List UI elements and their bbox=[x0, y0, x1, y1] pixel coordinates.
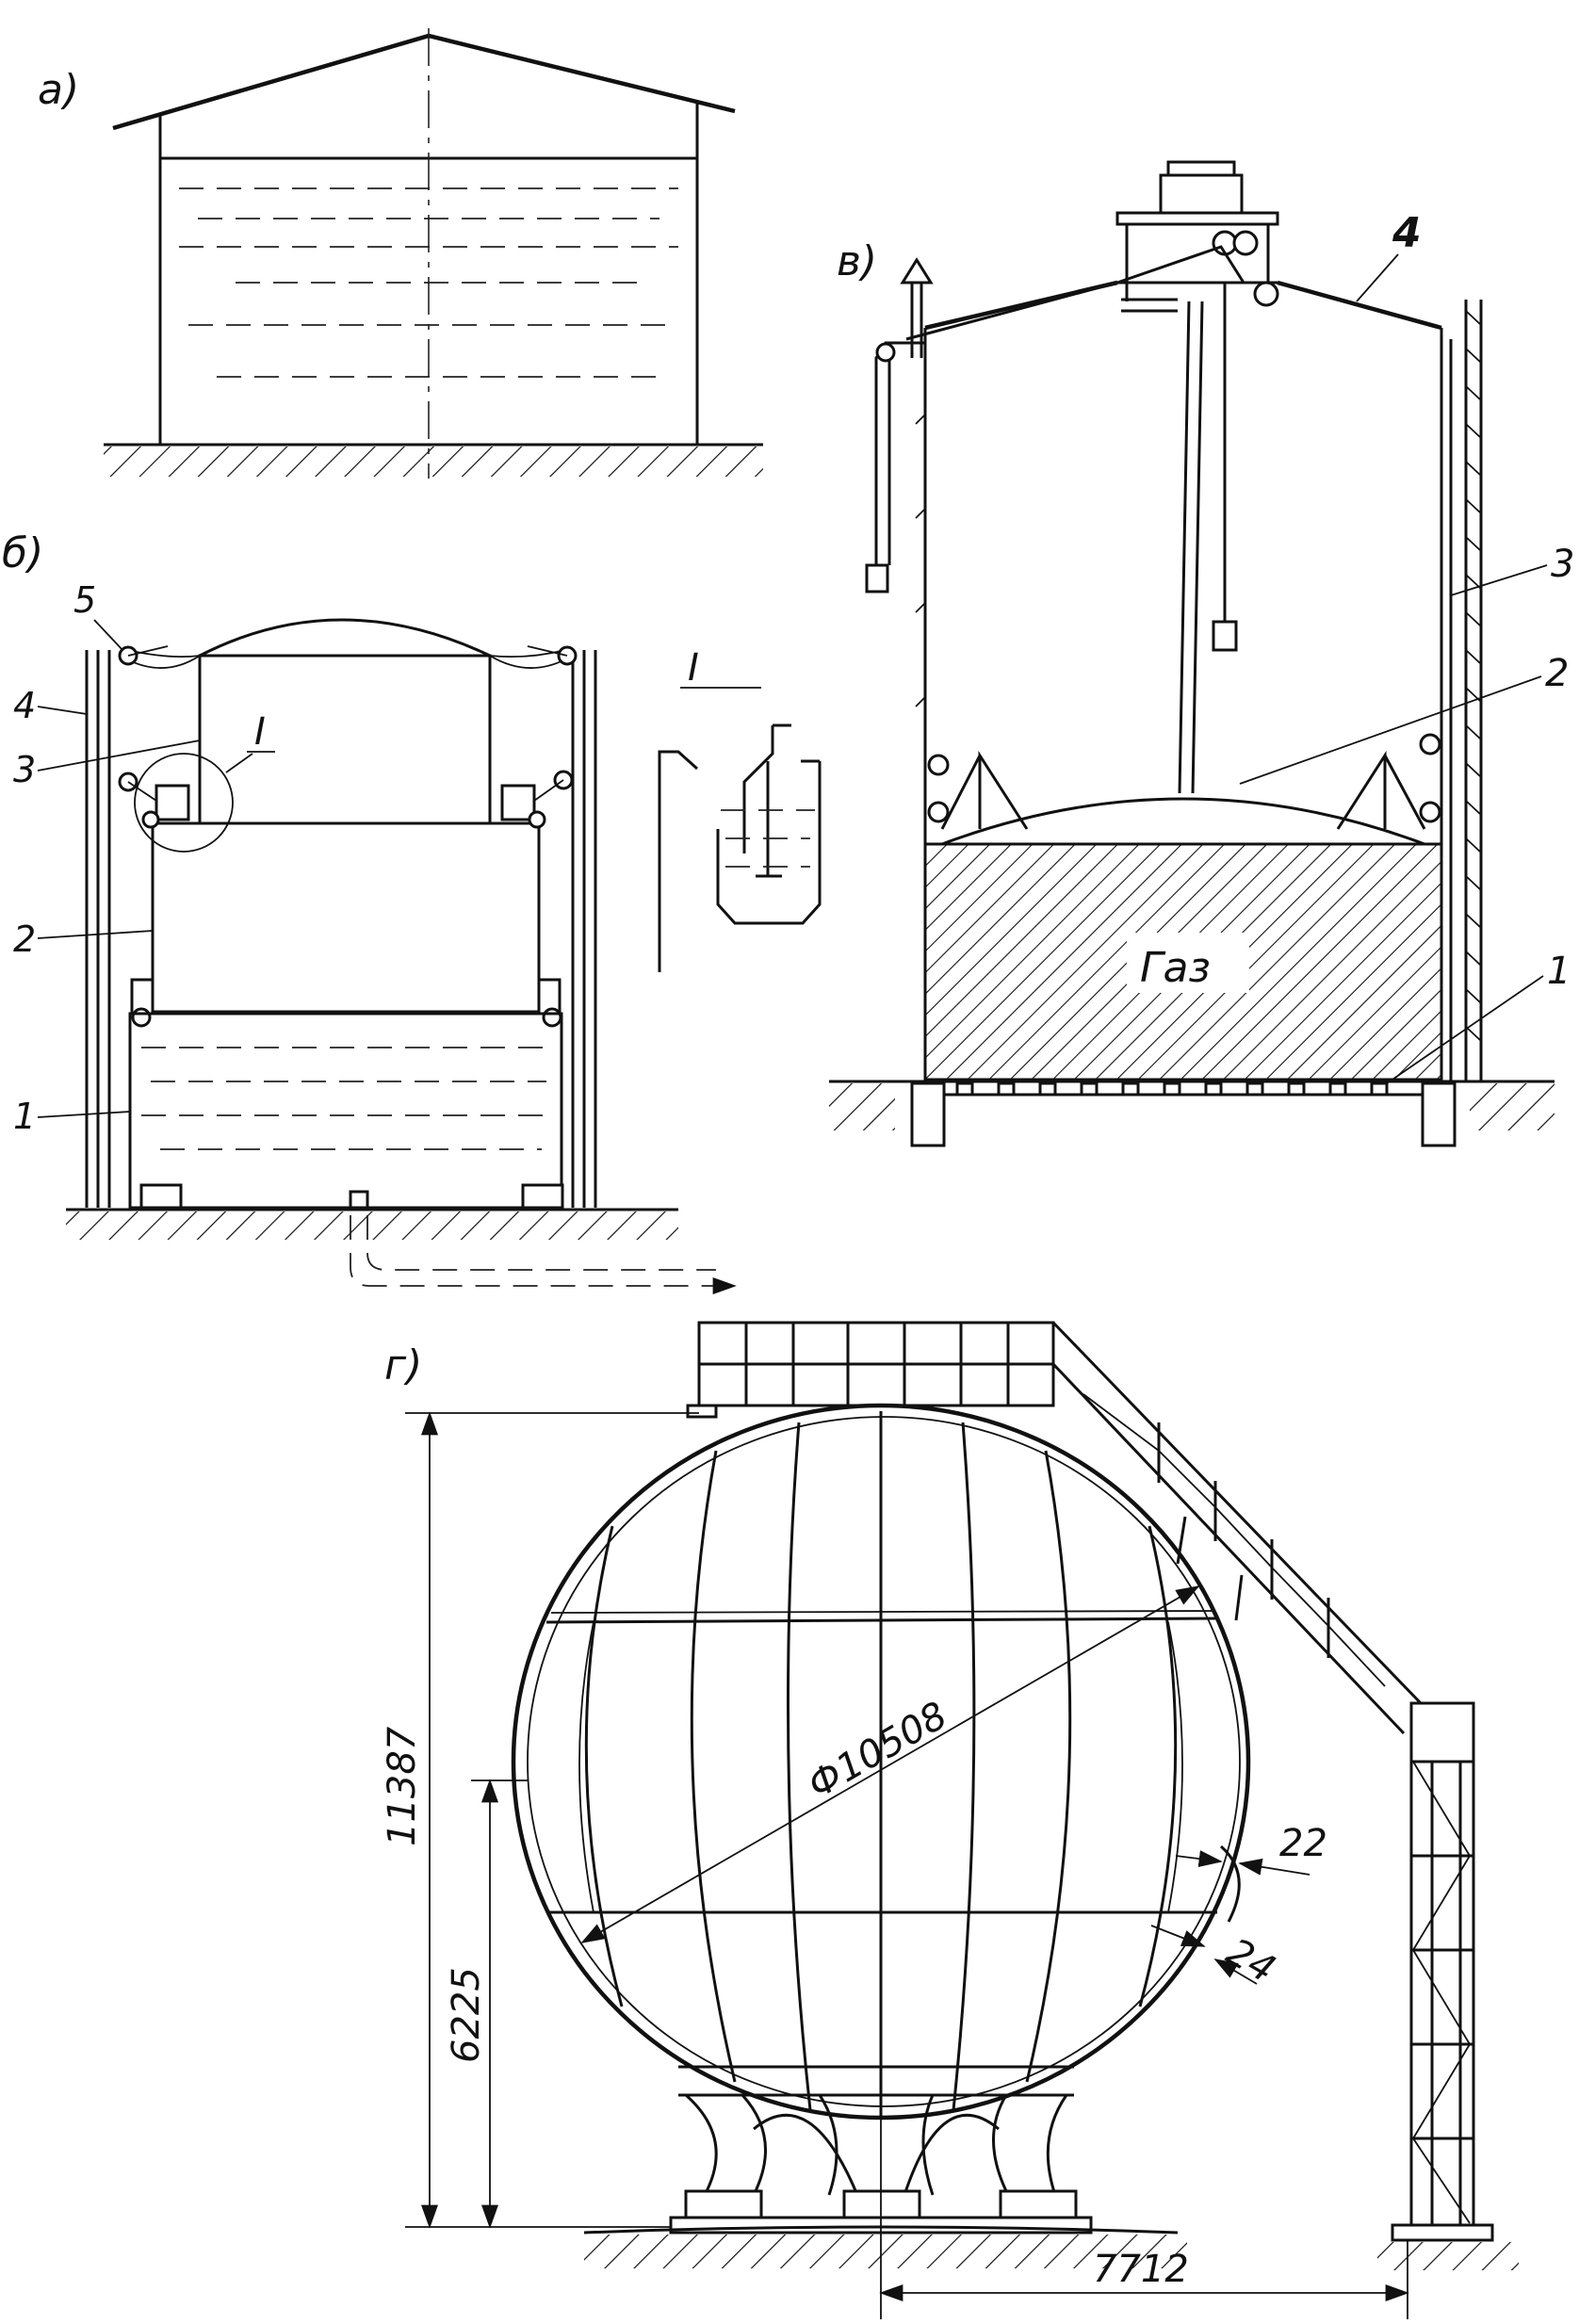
panel-v-piston-gasholder: в) bbox=[829, 160, 1574, 1147]
panel-g-dim-total-height: 11387 bbox=[381, 1726, 424, 1846]
panel-v-right-ladder bbox=[1449, 300, 1483, 1081]
panel-g-dim-offset: 7712 bbox=[1093, 2248, 1189, 2291]
panel-b-drain-line bbox=[350, 1215, 737, 1294]
panel-v-callouts: 4 3 2 1 bbox=[1239, 209, 1574, 1084]
panel-g-stair-truss bbox=[1051, 1321, 1519, 2270]
panel-b-tank-water bbox=[141, 1047, 551, 1150]
panel-v-callout-4: 4 bbox=[1392, 209, 1422, 257]
panel-g-dim-wall-lower: 24 bbox=[1219, 1930, 1282, 1991]
panel-v-callout-2: 2 bbox=[1545, 652, 1569, 695]
detail-i-label: I bbox=[688, 646, 699, 690]
panel-g-dim-diameter: Ф10508 bbox=[801, 1694, 954, 1808]
panel-b-telescope bbox=[151, 821, 541, 1014]
panel-v-roof-lantern bbox=[1115, 160, 1279, 307]
panel-g-ground-hatch bbox=[584, 2235, 1187, 2268]
panel-b-ground-hatch bbox=[66, 1211, 678, 1240]
panel-a-label: а) bbox=[38, 66, 79, 114]
panel-b-callout-1: 1 bbox=[13, 1096, 36, 1137]
panel-b-detail-marker: I bbox=[254, 710, 266, 754]
panel-b-callout-3: 3 bbox=[13, 749, 36, 790]
panel-g-spherical-tank: г) bbox=[381, 1321, 1519, 2319]
panel-b-callout-4: 4 bbox=[13, 685, 36, 726]
panel-b-detail-circle bbox=[134, 753, 234, 853]
panel-a-ground-hatch bbox=[104, 447, 763, 477]
panel-b-tank bbox=[128, 1012, 563, 1210]
panel-g-dim-wall-upper: 22 bbox=[1279, 1822, 1327, 1865]
panel-v-gas-label: Газ bbox=[1140, 944, 1211, 992]
panel-b-rollers bbox=[118, 645, 578, 1028]
panel-b-bell-dome bbox=[199, 618, 491, 658]
panel-g-top-platform bbox=[686, 1321, 1055, 1419]
panel-b-callouts: 5 4 3 2 1 bbox=[13, 579, 201, 1137]
panel-a-roof bbox=[112, 33, 736, 131]
panel-b-callout-5: 5 bbox=[73, 579, 96, 621]
detail-i-water-seal: I bbox=[658, 646, 822, 972]
panel-b-callout-2: 2 bbox=[13, 918, 36, 960]
panel-b-bell bbox=[198, 654, 492, 825]
panel-v-callout-1: 1 bbox=[1547, 950, 1571, 993]
panel-b-label: б) bbox=[2, 529, 43, 577]
panel-g-label: г) bbox=[384, 1341, 422, 1390]
panel-b-telescopic-gasholder: б) bbox=[2, 529, 737, 1294]
panel-v-callout-3: 3 bbox=[1551, 543, 1574, 586]
panel-a-wet-gasholder-outline: а) bbox=[38, 28, 763, 479]
panel-v-foundation-slots bbox=[955, 1081, 1389, 1097]
panel-v-piston-dome bbox=[941, 797, 1425, 846]
panel-g-dim-equator-height: 6225 bbox=[445, 1967, 488, 2063]
panel-b-guide-columns bbox=[85, 650, 597, 1208]
panel-v-label: в) bbox=[837, 237, 877, 285]
panel-b-water-seals bbox=[130, 784, 562, 1016]
